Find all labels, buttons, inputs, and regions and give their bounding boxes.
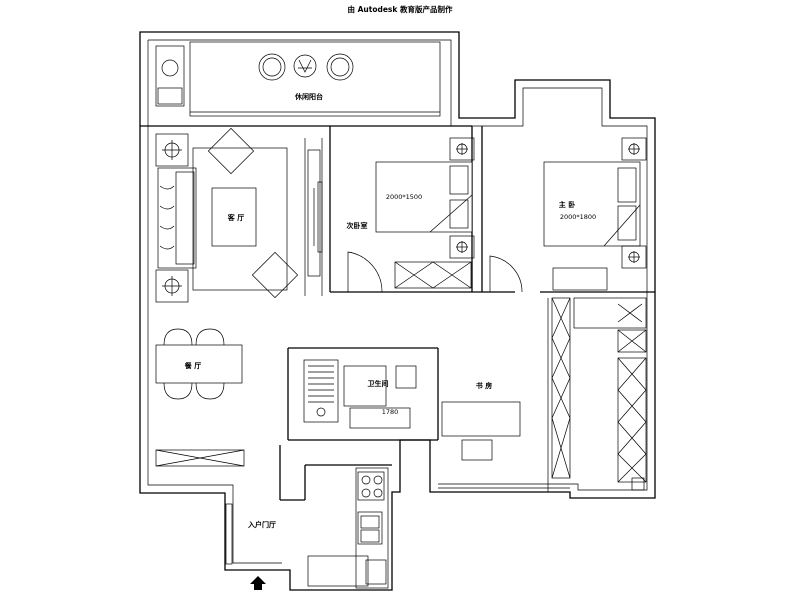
master-bed-size: 2000*1800 [560, 213, 596, 221]
entrance-label: 入户门厅 [247, 520, 276, 529]
tv-cabinet [307, 149, 323, 277]
living-room: 客 厅 [155, 127, 299, 303]
armchair-bottom [251, 251, 299, 299]
vanity [349, 407, 411, 429]
wardrobe-master [552, 267, 608, 291]
study-chair [461, 439, 493, 461]
second-bed-size: 2000*1500 [386, 193, 422, 201]
bathroom: 卫生间 1780 [303, 359, 417, 429]
lamp-icon-bottom [155, 269, 189, 303]
master-bedroom-label: 主 卧 [559, 200, 575, 209]
balcony: 休闲阳台 [155, 41, 441, 117]
master-bed [543, 161, 641, 247]
exterior-walls [139, 31, 656, 591]
wardrobe-second [394, 261, 472, 289]
bath-dimension: 1780 [382, 408, 399, 416]
study-desk [441, 401, 521, 437]
toilet [395, 365, 417, 389]
interior-walls [140, 125, 655, 501]
study-label: 书 房 [476, 381, 492, 390]
dining-cabinet [155, 449, 245, 467]
study-room: 书 房 [438, 381, 570, 489]
coffee-table [211, 187, 257, 247]
round-table [293, 54, 317, 78]
second-bedroom: 2000*1500 次卧室 [347, 137, 475, 293]
lamp-icon-top [155, 133, 189, 167]
balcony-label: 休闲阳台 [294, 92, 323, 101]
dining-label: 餐 厅 [184, 361, 201, 370]
second-bedroom-label: 次卧室 [347, 221, 368, 230]
master-bedroom: 主 卧 2000*1800 [489, 137, 647, 293]
shower-tray [303, 359, 339, 423]
bathroom-label: 卫生间 [368, 379, 389, 388]
kitchen: 入户门厅 [225, 467, 389, 589]
sink [357, 511, 383, 545]
kitchen-counter [355, 467, 389, 589]
dining-table [155, 344, 243, 384]
sofa [157, 167, 197, 269]
living-label: 客 厅 [227, 213, 244, 222]
second-bed [375, 161, 473, 233]
entrance-arrow-icon [250, 576, 266, 590]
header-text: 由 Autodesk 教育版产品制作 [347, 4, 453, 14]
study-cabinets [551, 297, 647, 491]
stove [357, 471, 385, 501]
dining-area: 餐 厅 [155, 328, 245, 467]
armchair-top [207, 127, 255, 175]
